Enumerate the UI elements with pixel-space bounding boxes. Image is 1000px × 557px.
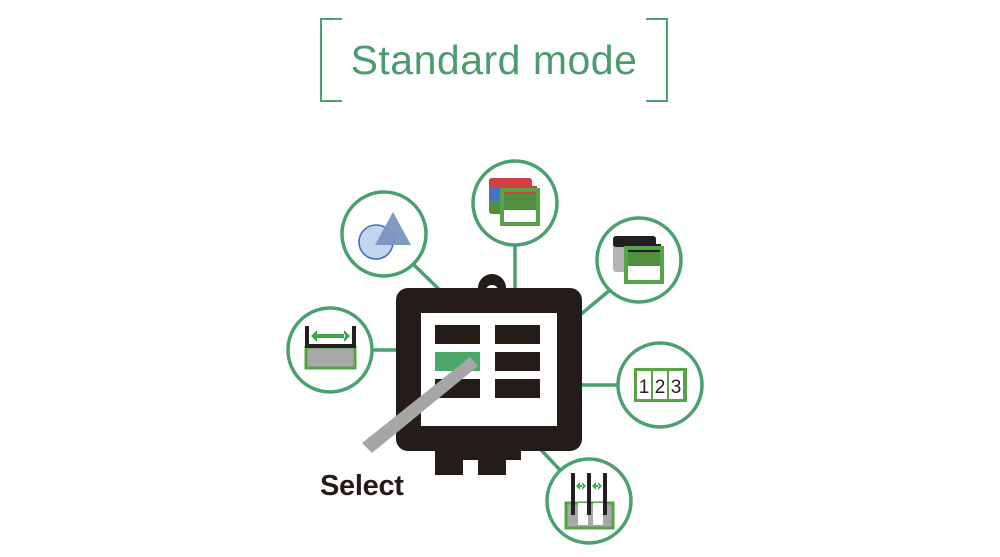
select-caption: Select: [320, 470, 404, 502]
layered-color-windows-icon: [489, 178, 540, 226]
page-title-group: Standard mode: [320, 18, 668, 102]
number-digit-2: 2: [655, 377, 666, 398]
cell-r1c2[interactable]: [495, 325, 540, 344]
node-shapes[interactable]: [340, 190, 428, 278]
node-numbers[interactable]: 1 2 3: [616, 341, 704, 429]
node-mono-windows[interactable]: [595, 216, 683, 304]
cell-r3c2[interactable]: [495, 379, 540, 398]
node-spacing[interactable]: [545, 457, 633, 545]
bracket-left-decoration: [320, 18, 342, 102]
numbered-sequence-icon: 1 2 3: [634, 368, 687, 402]
screen-cell-grid[interactable]: [435, 325, 540, 398]
stylus-pointer-icon: [362, 357, 478, 453]
page-title: Standard mode: [350, 37, 638, 83]
cell-r1c1[interactable]: [435, 325, 480, 344]
number-digit-3: 3: [671, 377, 682, 398]
node-color-windows[interactable]: [471, 159, 559, 247]
bracket-right-decoration: [646, 18, 668, 102]
handheld-device[interactable]: [362, 274, 582, 475]
node-width[interactable]: [286, 306, 374, 394]
connector-mono-windows: [578, 288, 612, 317]
shapes-circle-triangle-icon: [358, 212, 411, 260]
cell-r2c2[interactable]: [495, 352, 540, 371]
even-spacing-icon: [564, 473, 615, 530]
layered-mono-windows-icon: [613, 236, 664, 284]
width-measure-icon: [304, 326, 357, 370]
number-digit-1: 1: [639, 377, 650, 398]
